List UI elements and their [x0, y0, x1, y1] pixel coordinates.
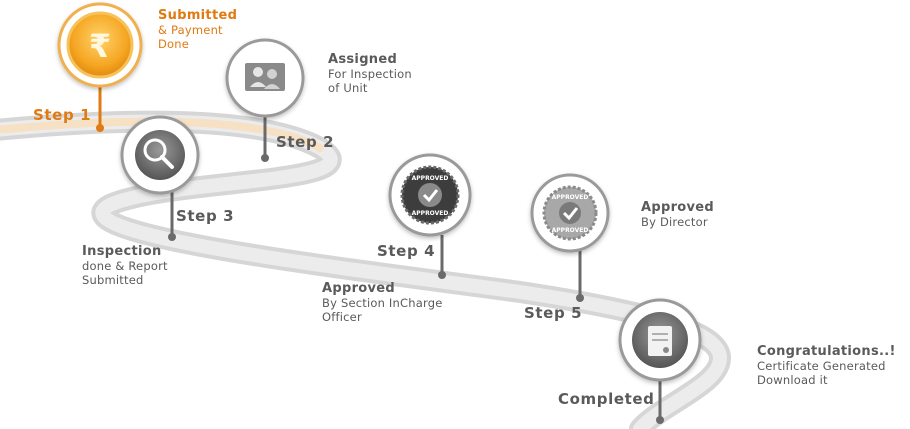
approved-stamp-icon: APPROVED APPROVED	[530, 173, 610, 253]
magnifier-icon	[120, 115, 200, 195]
step-2-desc-line-2: of Unit	[328, 81, 368, 95]
pin-step-1	[96, 85, 104, 132]
step-3-desc-line-2: Submitted	[82, 273, 144, 287]
svg-text:₹: ₹	[89, 27, 111, 65]
step-3-info: Inspection done & Report Submitted	[82, 244, 168, 287]
step-2-desc-line-1: For Inspection	[328, 67, 412, 81]
step-2-title: Assigned	[328, 52, 398, 67]
step-label-1: Step 1	[33, 106, 92, 124]
step-3-title: Inspection	[82, 244, 162, 259]
inspectors-icon	[225, 38, 305, 118]
svg-text:APPROVED: APPROVED	[552, 194, 589, 201]
step-4-info: Approved By Section InCharge Officer	[322, 281, 442, 324]
step-1-info: Submitted & Payment Done	[158, 8, 237, 51]
completed-info: Congratulations..! Certificate Generated…	[757, 344, 896, 387]
step-label-5: Step 5	[524, 304, 583, 322]
pin-step-4	[438, 235, 446, 279]
step-1-title: Submitted	[158, 8, 238, 23]
step-3-desc-line-1: done & Report	[82, 259, 168, 273]
pin-step-2	[261, 115, 269, 162]
pin-completed	[656, 375, 664, 424]
completed-desc-line-2: Download it	[757, 373, 828, 387]
pin-step-3	[168, 192, 176, 241]
step-5-info: Approved By Director	[641, 200, 714, 229]
step-5-desc-line-1: By Director	[641, 215, 708, 229]
rupee-coin-icon: ₹	[57, 2, 143, 88]
step-4-title: Approved	[322, 281, 396, 296]
step-1-desc-line-2: Done	[158, 37, 190, 51]
step-label-3: Step 3	[176, 207, 235, 225]
step-2-info: Assigned For Inspection of Unit	[328, 52, 412, 95]
certificate-icon	[618, 298, 702, 382]
step-4-desc-line-1: By Section InCharge	[322, 296, 443, 310]
svg-text:APPROVED: APPROVED	[552, 227, 589, 234]
completed-desc-line-1: Certificate Generated	[757, 359, 886, 373]
completed-label: Completed	[558, 390, 655, 408]
step-4-desc-line-2: Officer	[322, 310, 362, 324]
svg-text:APPROVED: APPROVED	[412, 210, 449, 217]
pin-step-5	[576, 248, 584, 302]
completed-title: Congratulations..!	[757, 344, 896, 359]
approved-stamp-icon: APPROVED APPROVED	[388, 153, 472, 237]
step-1-desc-line-1: & Payment	[158, 23, 223, 37]
step-5-title: Approved	[641, 200, 715, 215]
step-label-4: Step 4	[377, 242, 436, 260]
step-label-2: Step 2	[276, 133, 335, 151]
svg-text:APPROVED: APPROVED	[412, 175, 449, 182]
